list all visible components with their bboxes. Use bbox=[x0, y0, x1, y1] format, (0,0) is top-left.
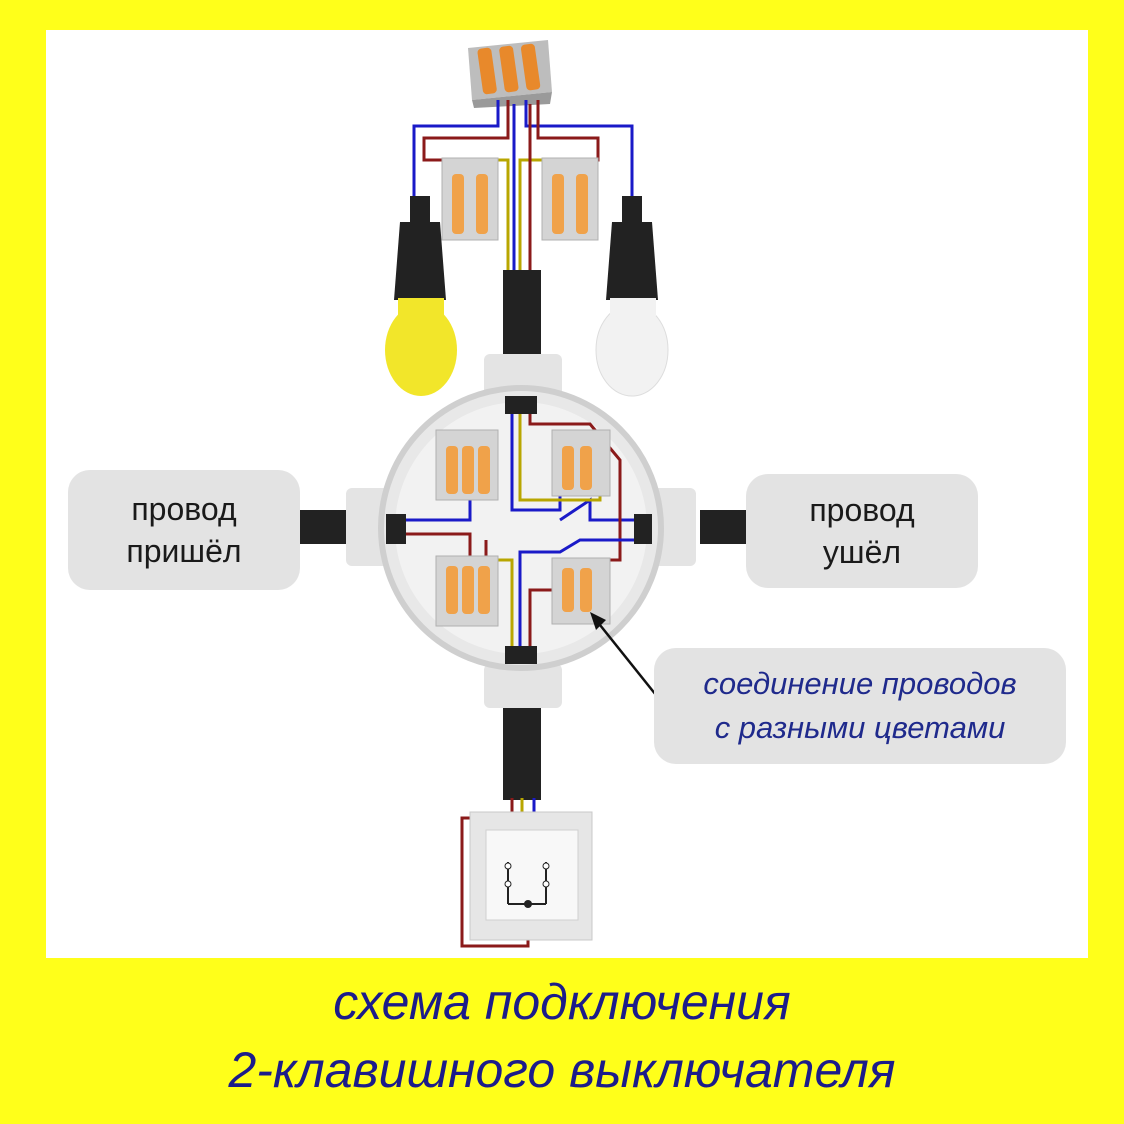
lamp-connector-left bbox=[441, 157, 499, 241]
yellow-bulb bbox=[385, 196, 457, 396]
junction-box bbox=[346, 354, 696, 708]
wire-brown-left bbox=[422, 100, 510, 162]
top-wago-connector bbox=[468, 40, 552, 108]
outgoing-wire-line-2: ушёл bbox=[822, 534, 902, 570]
connection-note-label: соединение проводов с разными цветами bbox=[654, 648, 1066, 764]
wire-brown-right bbox=[536, 100, 600, 162]
incoming-wire-line-2: пришёл bbox=[126, 533, 242, 569]
incoming-wire-line-1: провод bbox=[131, 491, 237, 527]
cable-right bbox=[700, 510, 746, 544]
cable-top bbox=[503, 270, 541, 360]
cable-left bbox=[300, 510, 350, 544]
incoming-wire-label: провод пришёл bbox=[68, 470, 300, 590]
diagram-caption: схема подключения 2-клавишного выключате… bbox=[0, 968, 1124, 1104]
wire-blue-right bbox=[524, 100, 634, 198]
wire-blue-left bbox=[412, 100, 500, 198]
inner-connector-top-left bbox=[435, 429, 499, 501]
caption-line-1: схема подключения bbox=[333, 974, 791, 1030]
connection-note-line-1: соединение проводов bbox=[703, 666, 1017, 701]
pointer-arrow bbox=[590, 612, 661, 701]
white-bulb bbox=[595, 196, 669, 397]
cable-bottom bbox=[503, 700, 541, 800]
lamp-connector-right bbox=[541, 157, 599, 241]
caption-line-2: 2-клавишного выключателя bbox=[228, 1042, 896, 1098]
two-gang-switch bbox=[469, 811, 593, 941]
inner-connector-bottom-right bbox=[551, 557, 611, 625]
wire-yellow-right bbox=[518, 158, 548, 270]
outgoing-wire-line-1: провод bbox=[809, 492, 915, 528]
outgoing-wire-label: провод ушёл bbox=[746, 474, 978, 588]
top-wires bbox=[412, 100, 634, 270]
connection-note-line-2: с разными цветами bbox=[714, 710, 1006, 745]
inner-connector-bottom-left bbox=[435, 555, 499, 627]
inner-connector-top-right bbox=[551, 429, 611, 497]
